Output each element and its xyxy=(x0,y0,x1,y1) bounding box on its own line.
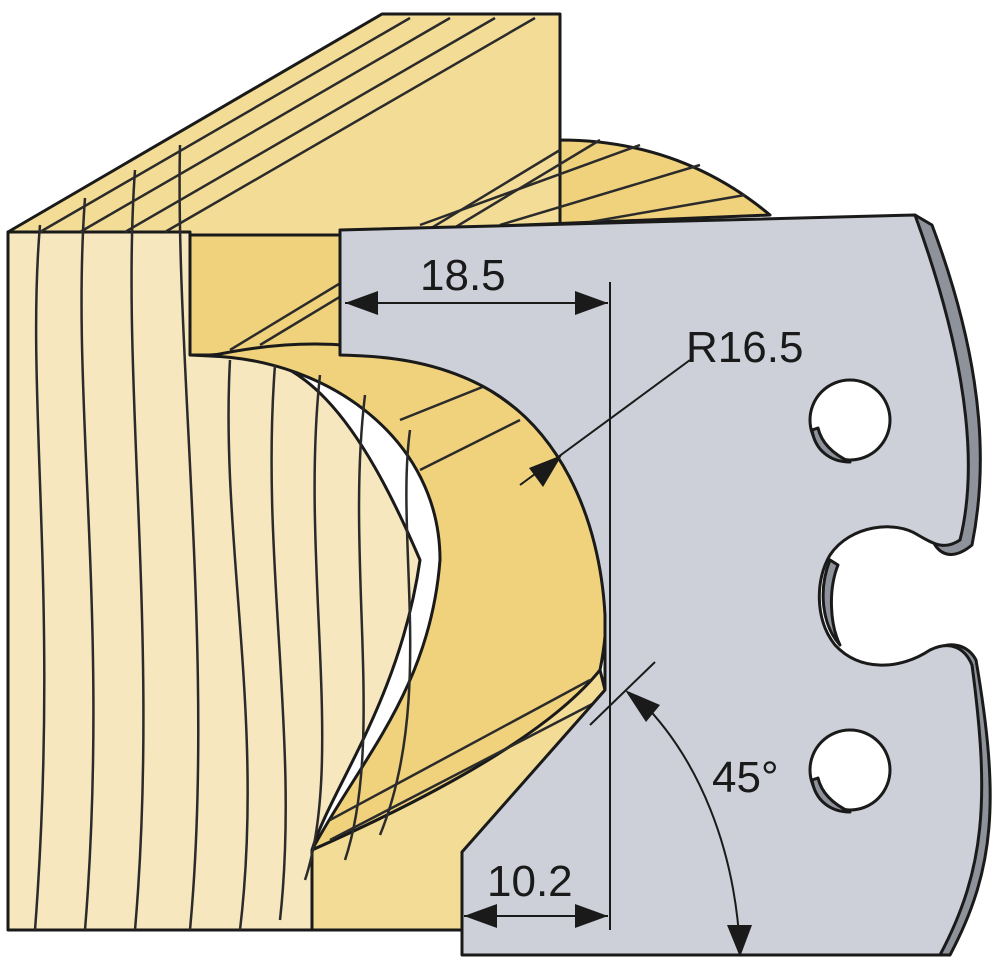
label-angle: 45° xyxy=(712,753,779,802)
grain-line xyxy=(270,364,287,921)
knife-slot-shadow xyxy=(821,558,842,647)
arrow-top-right xyxy=(575,291,608,315)
arrow-angle-bottom xyxy=(727,925,752,957)
arrow-bottom-left xyxy=(464,904,497,928)
grain-line xyxy=(589,193,746,224)
grain-line xyxy=(178,144,200,931)
label-bottom-width: 10.2 xyxy=(487,857,573,906)
grain-line xyxy=(329,698,601,842)
arrow-bottom-right xyxy=(575,904,608,928)
grain-line xyxy=(39,16,411,234)
grain-line xyxy=(227,359,249,931)
grain-line xyxy=(343,394,367,861)
grain-line xyxy=(79,16,451,234)
mounting-hole-top-shadow xyxy=(810,426,852,464)
arrow-angle-top xyxy=(625,690,660,722)
grain-line xyxy=(33,224,46,931)
grain-line xyxy=(130,169,145,931)
dimension-labels: 18.5 R16.5 10.2 45° xyxy=(420,251,803,906)
grain-line xyxy=(378,429,412,836)
mounting-hole-bottom xyxy=(808,728,892,812)
dimension-arrows xyxy=(345,291,752,957)
arrow-top-left xyxy=(345,291,378,315)
grain-line xyxy=(419,143,641,227)
grain-line xyxy=(124,16,496,234)
label-radius: R16.5 xyxy=(686,323,803,372)
arrow-radius xyxy=(529,455,562,487)
mounting-hole-bottom-shadow xyxy=(810,776,852,814)
grain-line xyxy=(164,16,536,234)
profile-knife xyxy=(338,213,992,957)
grain-line xyxy=(80,197,95,931)
wood-grain-lines xyxy=(33,16,746,931)
angle-arc xyxy=(639,699,741,951)
grain-line xyxy=(419,418,521,472)
mounting-hole-top xyxy=(808,378,892,462)
grain-line xyxy=(499,163,701,227)
grain-line xyxy=(329,678,591,822)
angle-reference-line xyxy=(589,661,656,726)
label-top-width: 18.5 xyxy=(420,251,506,300)
grain-line xyxy=(303,374,324,881)
